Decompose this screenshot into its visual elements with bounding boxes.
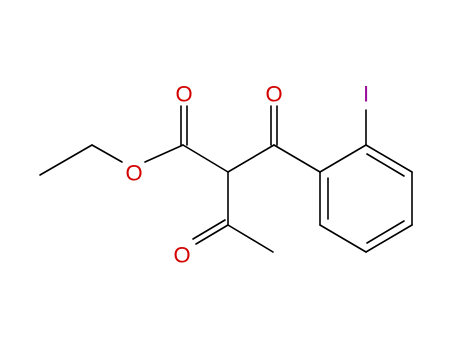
bond-cester-calpha bbox=[182, 144, 229, 173]
ring-bond-5-6 bbox=[319, 224, 367, 253]
ring-bond-4-5 bbox=[365, 224, 413, 253]
bond-ch3-ch2 bbox=[39, 144, 93, 176]
bond-cketone-ring bbox=[273, 144, 321, 173]
bond-oether-cester bbox=[144, 144, 184, 163]
ring-bond-2-3 bbox=[365, 144, 413, 173]
atom-iodine: I bbox=[363, 82, 369, 107]
atom-o-ester-carbonyl: O bbox=[175, 82, 192, 107]
bond-cacetyl-o-a bbox=[195, 224, 229, 245]
atom-o-benzoyl-ketone: O bbox=[265, 82, 282, 107]
bond-cacetyl-ch3 bbox=[227, 224, 274, 253]
bond-cacetyl-o-b bbox=[192, 219, 226, 240]
ring-double-inner-a bbox=[366, 153, 405, 177]
atom-o-ester-ether: O bbox=[125, 161, 142, 186]
ring-bond-1-2 bbox=[319, 144, 367, 173]
ring-double-inner-b bbox=[366, 220, 405, 244]
bond-ch2-oether bbox=[91, 144, 123, 163]
atom-o-acetyl-ketone: O bbox=[173, 243, 190, 268]
bond-calpha-cketone bbox=[227, 144, 275, 173]
